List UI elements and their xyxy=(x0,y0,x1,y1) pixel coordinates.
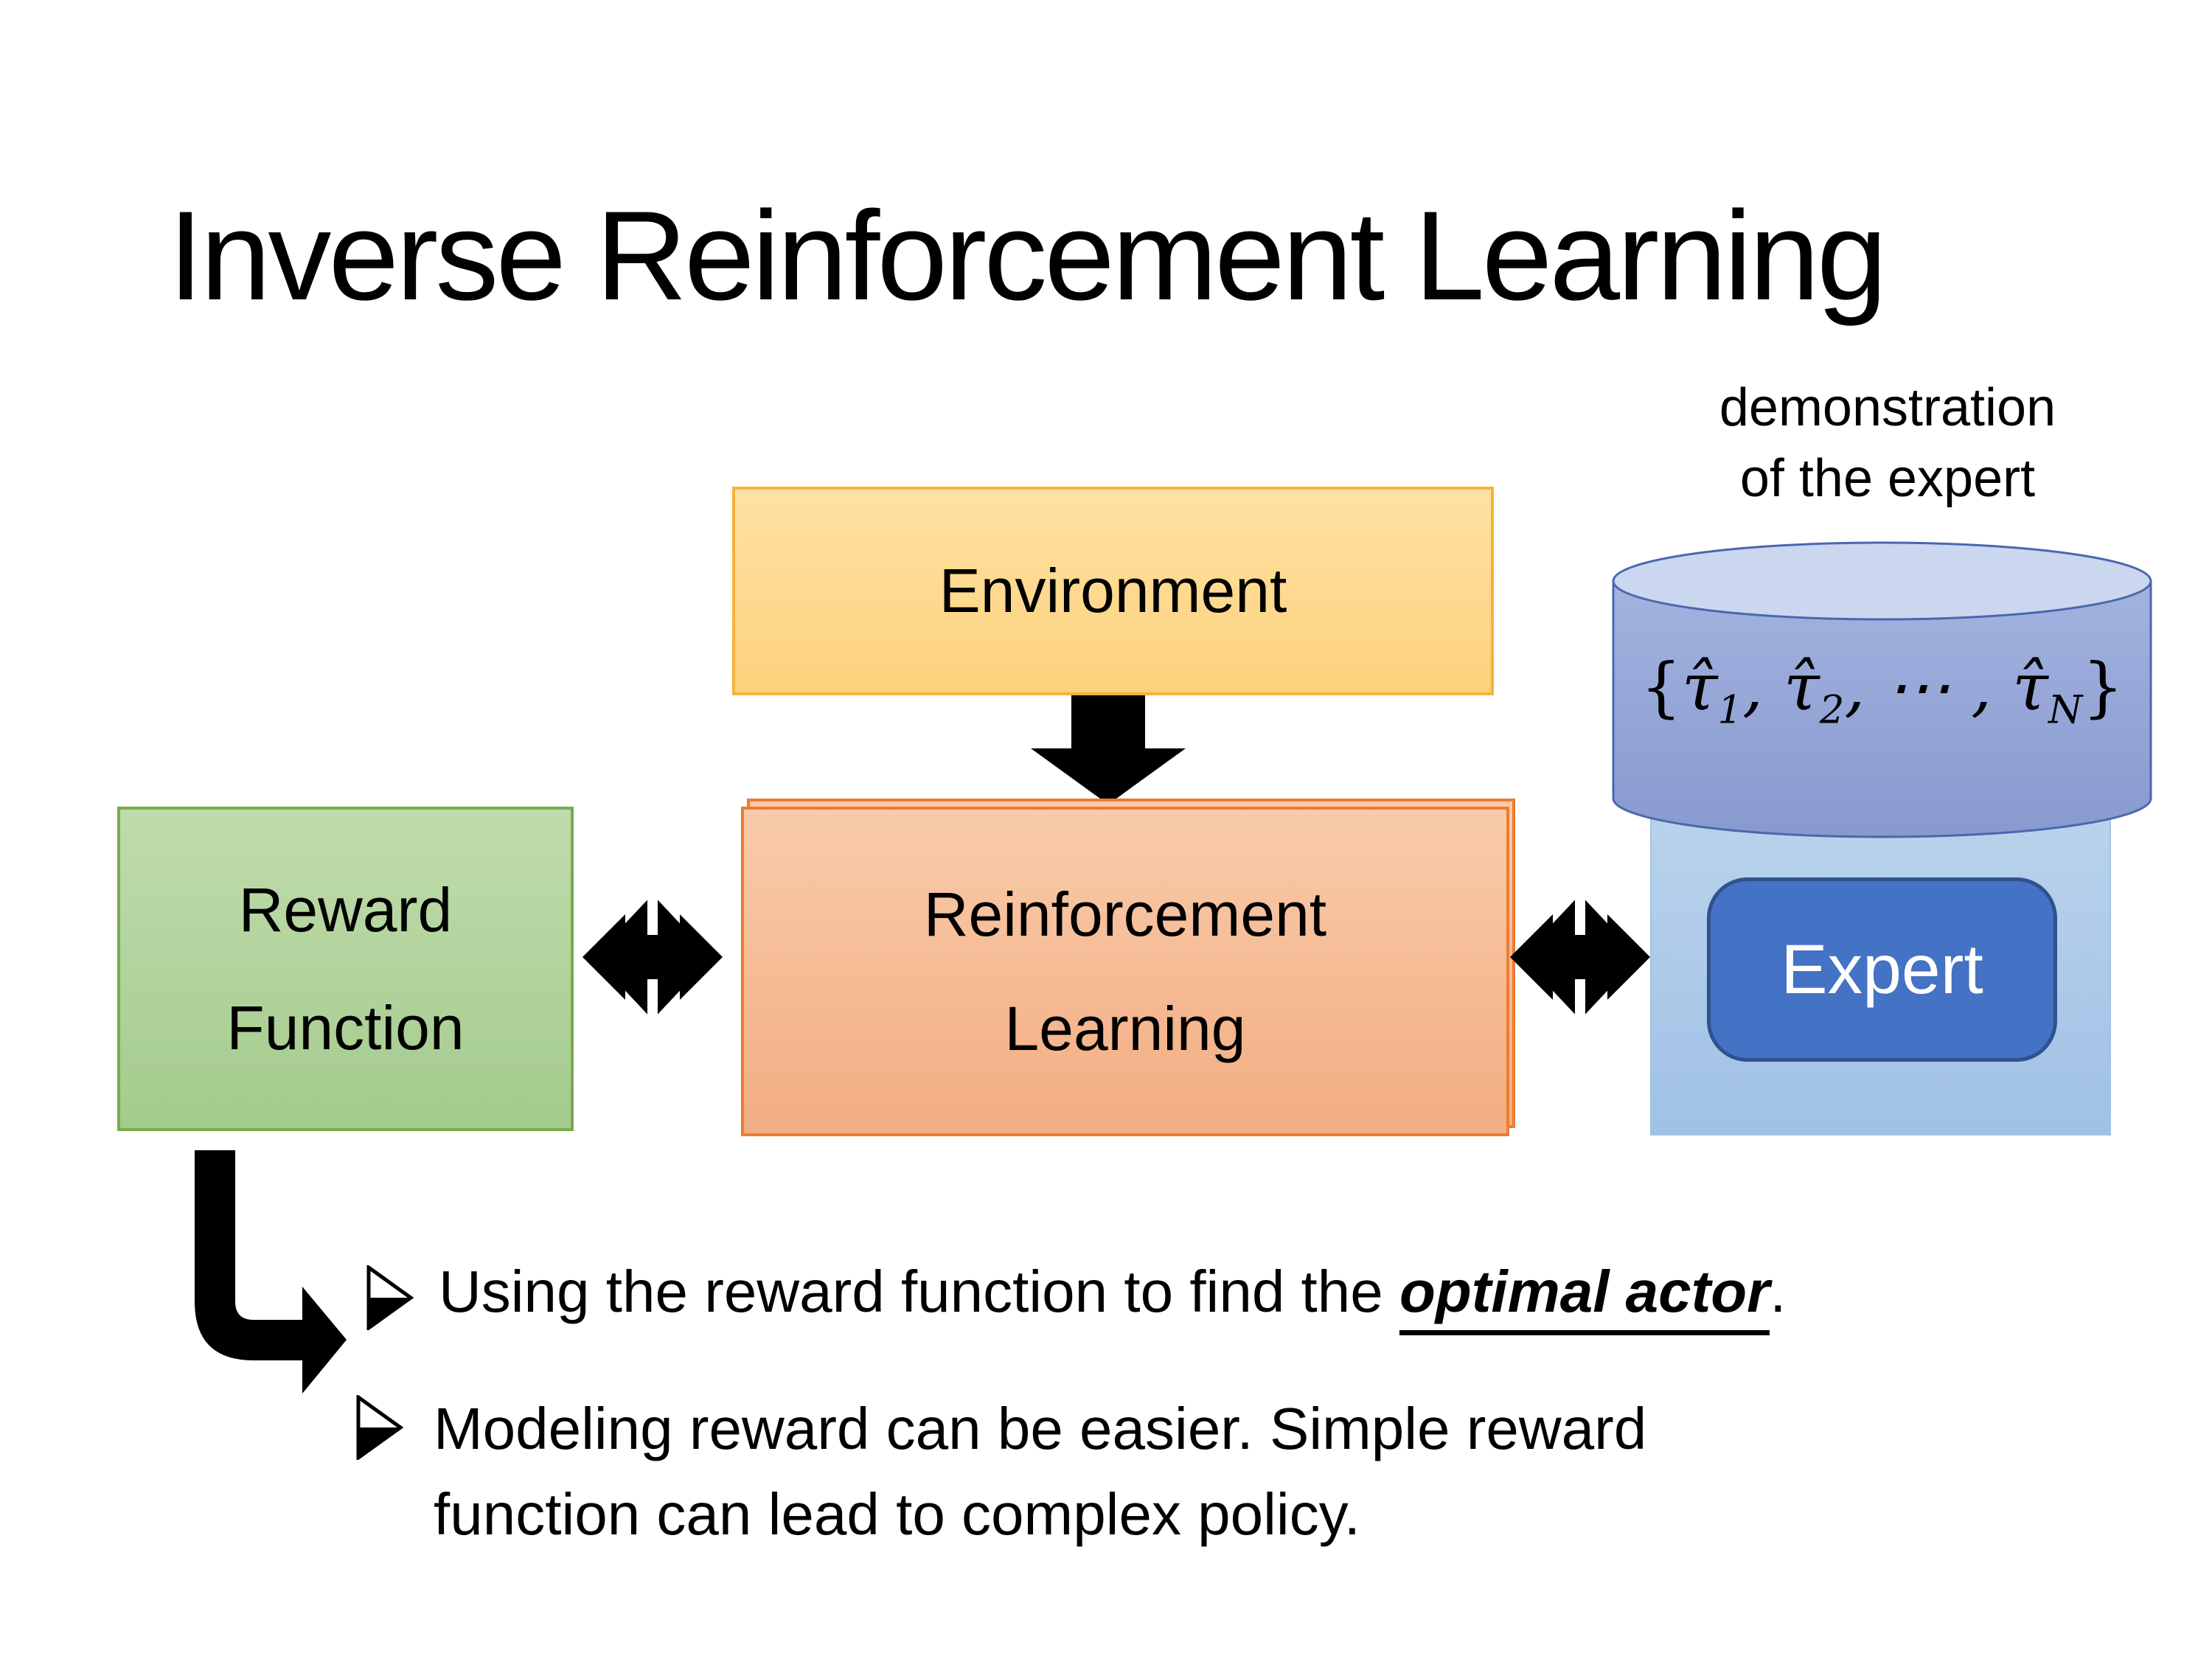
bullet2-line1: Modeling reward can be easier. Simple re… xyxy=(434,1396,1647,1461)
demonstration-database-cylinder-icon xyxy=(1612,541,2152,838)
environment-label: Environment xyxy=(939,556,1287,625)
formula-comma2: , ⋯ , xyxy=(1844,649,2013,725)
formula-tauN: τ̂ xyxy=(2012,649,2048,725)
formula-tau2: τ̂ xyxy=(1784,649,1820,725)
bullet-arrow-icon xyxy=(366,1265,414,1330)
expert-label: Expert xyxy=(1781,930,1983,1009)
formula-open-brace: { xyxy=(1640,649,1682,725)
bullet2-line2: function can lead to complex policy. xyxy=(434,1481,1360,1547)
slide-title: Inverse Reinforcement Learning xyxy=(168,185,1888,327)
formula-sub2: 2 xyxy=(1819,687,1845,733)
formula-subN: N xyxy=(2048,687,2083,733)
formula-comma1: , xyxy=(1742,649,1784,725)
demonstration-label-line2: of the expert xyxy=(1739,449,2036,508)
reward-function-label-line1: Reward xyxy=(238,875,453,945)
rl-label-line1: Reinforcement xyxy=(923,879,1327,949)
bullet1-post: . xyxy=(1770,1259,1787,1324)
bullet-item-1: Using the reward function to find the op… xyxy=(439,1258,1787,1335)
reward-function-box: Reward Function xyxy=(117,807,574,1131)
formula-tau1: τ̂ xyxy=(1681,649,1718,725)
bullet-arrow-icon xyxy=(356,1395,403,1460)
demonstration-label-line1: demonstration xyxy=(1719,378,2056,437)
rl-label-line2: Learning xyxy=(1004,993,1246,1063)
reinforcement-learning-box: Reinforcement Learning xyxy=(741,807,1509,1136)
environment-box: Environment xyxy=(732,487,1494,695)
demonstration-label: demonstration of the expert xyxy=(1618,372,2157,514)
bullet1-pre: Using the reward function to find the xyxy=(439,1259,1399,1324)
elbow-arrow-icon xyxy=(195,1150,347,1394)
down-arrow-icon xyxy=(1031,695,1186,804)
exchange-arrow-right-icon xyxy=(1510,883,1650,1031)
formula-sub1: 1 xyxy=(1717,687,1743,733)
bullet1-emphasis: optimal actor xyxy=(1399,1259,1770,1335)
formula-close-brace: } xyxy=(2082,649,2124,725)
exchange-arrow-left-icon xyxy=(582,883,723,1031)
trajectory-set-formula: {τ̂1, τ̂2, ⋯ , τ̂N} xyxy=(1637,649,2127,733)
bullet-item-2: Modeling reward can be easier. Simple re… xyxy=(434,1386,1646,1557)
reward-function-label-line2: Function xyxy=(226,993,465,1062)
expert-box: Expert xyxy=(1707,877,2057,1062)
